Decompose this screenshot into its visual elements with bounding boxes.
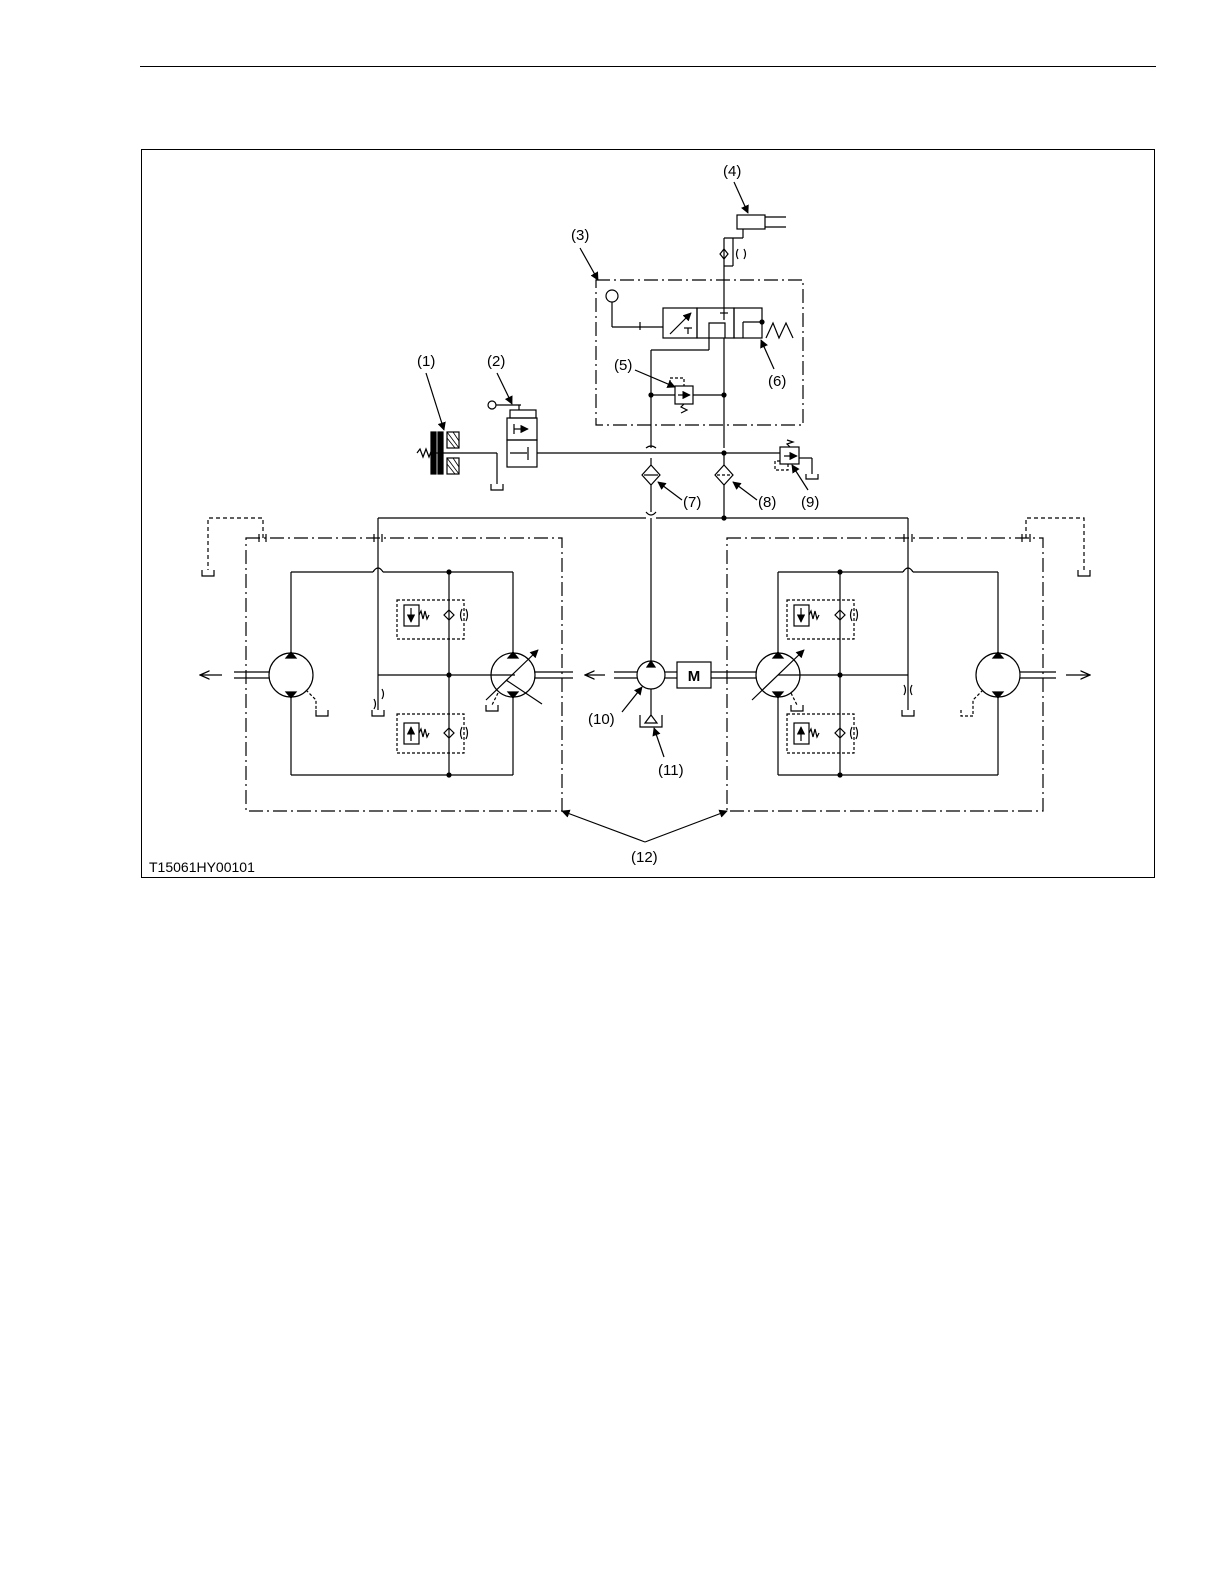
filter-8 (715, 453, 733, 520)
label-4: (4) (723, 163, 741, 180)
label-2: (2) (487, 353, 505, 370)
left-hst-unit (200, 518, 605, 811)
label-6: (6) (768, 373, 786, 390)
brake-cylinder (417, 432, 497, 474)
label-7: (7) (683, 494, 701, 511)
label-5: (5) (614, 357, 632, 374)
label-10: (10) (588, 711, 615, 728)
strainer-tank (640, 715, 662, 727)
filter-7 (642, 446, 660, 485)
label-8: (8) (758, 494, 776, 511)
brake-valve (488, 401, 537, 490)
charge-pump (614, 661, 677, 715)
label-3: (3) (571, 227, 589, 244)
relief-valve (775, 440, 818, 479)
label-9: (9) (801, 494, 819, 511)
leader-lines (426, 182, 808, 842)
label-12: (12) (631, 849, 658, 866)
hydraulic-cylinder (720, 215, 786, 320)
figure-code: T15061HY00101 (149, 859, 255, 875)
right-hst-unit (727, 518, 1090, 811)
engine-symbol: M (688, 668, 701, 685)
label-11: (11) (658, 762, 684, 779)
label-1: (1) (417, 353, 435, 370)
